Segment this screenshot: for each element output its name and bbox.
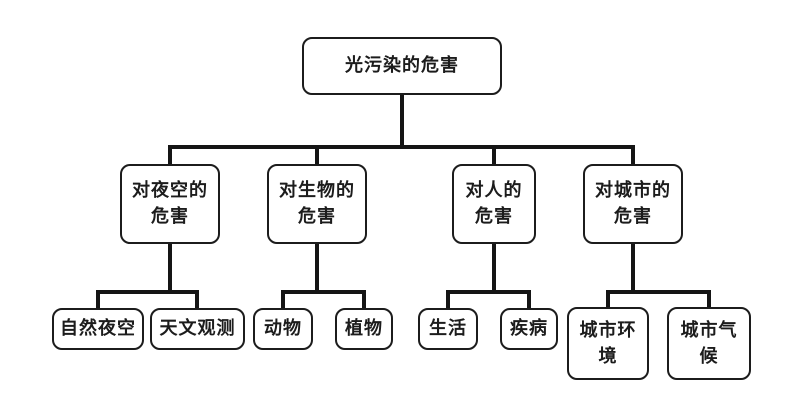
- connector-drop-branch-2: [315, 145, 319, 164]
- node-leaf-urban-environment: 城市环 境: [567, 307, 649, 380]
- connector-drop-leaf-6: [527, 290, 531, 308]
- node-leaf-natural-night-sky: 自然夜空: [52, 308, 144, 350]
- node-branch-humans: 对人的 危害: [452, 164, 536, 244]
- connector-branch3-stem: [492, 244, 496, 292]
- connector-branch1-stem: [168, 244, 172, 292]
- connector-drop-branch-4: [631, 145, 635, 164]
- node-leaf-astronomical-observation: 天文观测: [150, 308, 245, 350]
- node-root: 光污染的危害: [302, 37, 502, 95]
- connector-drop-leaf-1: [96, 290, 100, 308]
- connector-branch2-stem: [315, 244, 319, 292]
- connector-drop-leaf-3: [281, 290, 285, 308]
- connector-root-stem: [400, 95, 404, 147]
- node-branch-living-things: 对生物的 危害: [267, 164, 367, 244]
- node-leaf-disease: 疾病: [500, 308, 558, 350]
- node-branch-cities: 对城市的 危害: [583, 164, 683, 244]
- connector-branch2-bus: [281, 290, 366, 294]
- node-leaf-plants: 植物: [335, 308, 393, 350]
- connector-drop-leaf-4: [362, 290, 366, 308]
- connector-branch4-bus: [606, 290, 711, 294]
- connector-drop-branch-1: [168, 145, 172, 164]
- connector-branch4-stem: [631, 244, 635, 292]
- node-branch-night-sky: 对夜空的 危害: [120, 164, 220, 244]
- node-leaf-animals: 动物: [253, 308, 313, 350]
- connector-drop-leaf-5: [446, 290, 450, 308]
- node-leaf-daily-life: 生活: [418, 308, 478, 350]
- connector-drop-leaf-2: [195, 290, 199, 308]
- connector-branch3-bus: [446, 290, 531, 294]
- connector-drop-leaf-7: [606, 290, 610, 307]
- connector-drop-leaf-8: [707, 290, 711, 307]
- node-leaf-urban-climate: 城市气 候: [667, 307, 751, 380]
- connector-branch1-bus: [96, 290, 199, 294]
- connector-level1-bus: [168, 145, 635, 149]
- connector-drop-branch-3: [492, 145, 496, 164]
